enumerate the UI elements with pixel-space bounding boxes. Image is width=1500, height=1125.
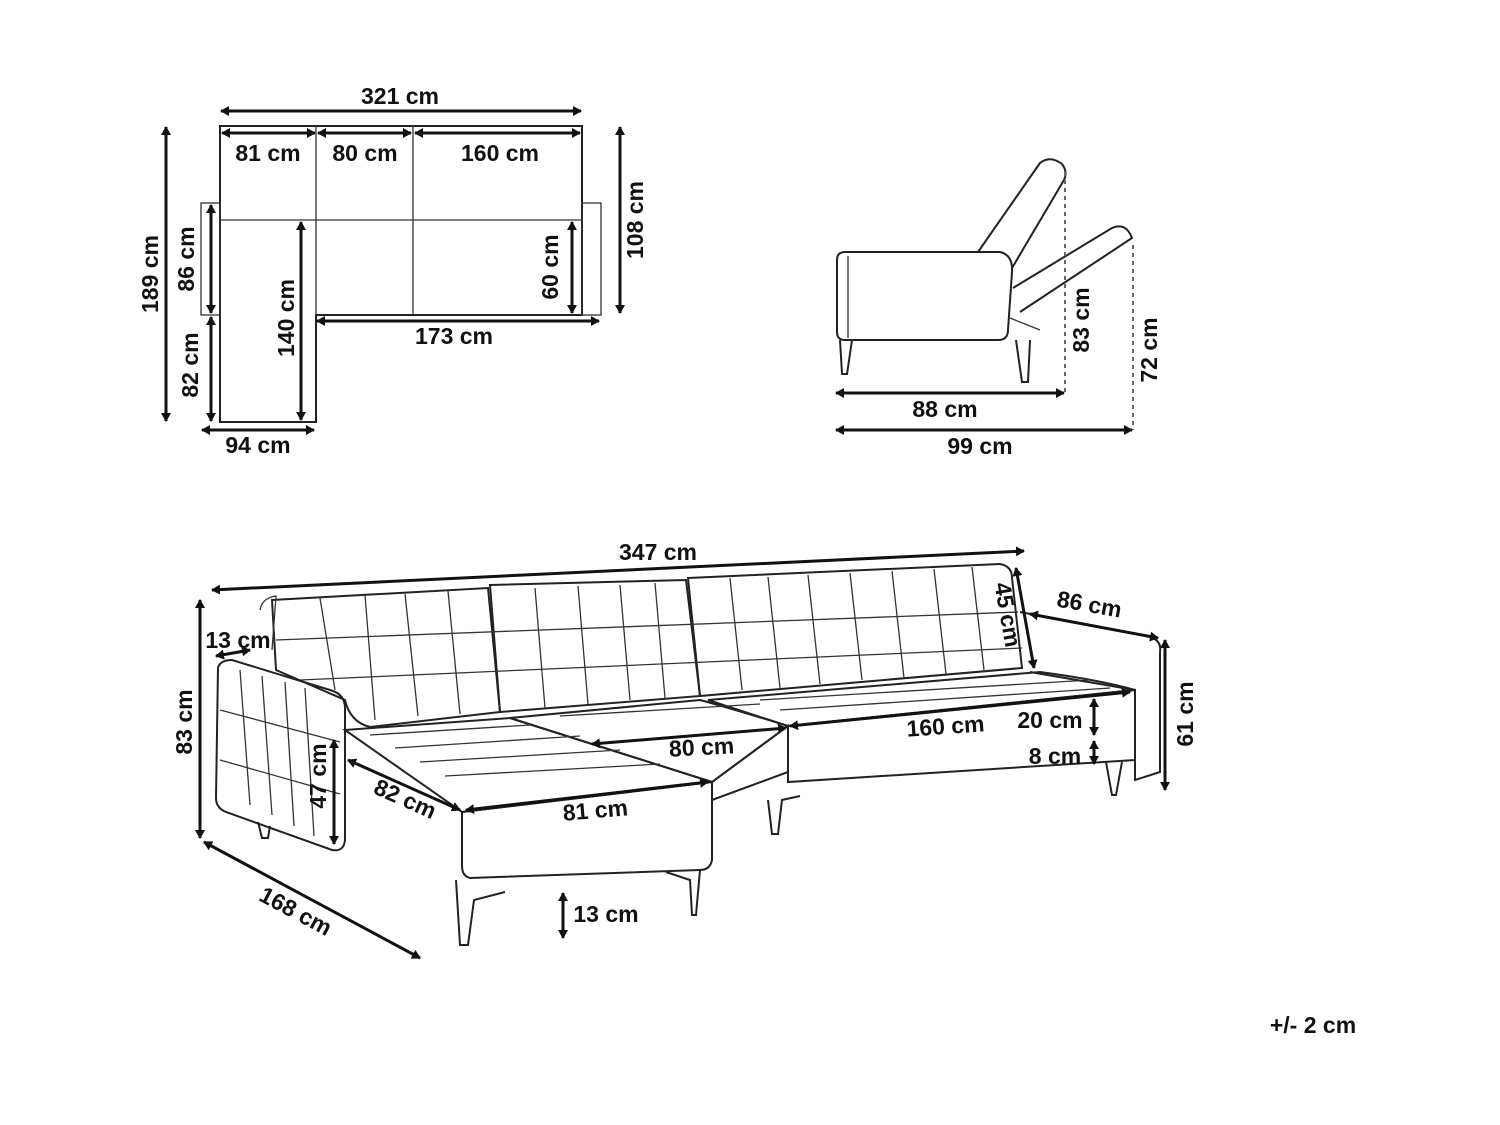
perspective-view: 347 cm 45 cm 86 cm 13 cm 83 cm 61 cm 20 … [171, 539, 1198, 960]
dim-line-347 [211, 546, 1025, 595]
leg-middle [767, 795, 801, 835]
left-arm-outline [200, 202, 221, 316]
label-80-seat: 80 cm [668, 732, 734, 761]
dim-line-160-seat [789, 687, 1131, 731]
dim-line-168 [203, 840, 421, 960]
top-view: 321 cm 81 cm 80 cm 160 cm 189 cm 86 cm 8… [137, 83, 648, 458]
label-81-chaise: 81 cm [562, 794, 629, 826]
side-back-reclined [1012, 225, 1134, 313]
label-8: 8 cm [1029, 743, 1081, 769]
label-80: 80 cm [332, 140, 397, 166]
side-seat-outline [836, 251, 1014, 341]
label-81: 81 cm [235, 140, 300, 166]
leg-left [257, 821, 271, 839]
leg-right [1105, 761, 1123, 796]
label-72: 72 cm [1136, 317, 1162, 382]
label-86: 86 cm [173, 226, 199, 291]
label-61: 61 cm [1172, 681, 1198, 746]
side-view: 88 cm 99 cm 83 cm 72 cm [835, 158, 1162, 459]
back-tufting [275, 566, 1023, 721]
label-94: 94 cm [225, 432, 290, 458]
label-83: 83 cm [171, 689, 197, 754]
right-arm-outline [581, 202, 602, 316]
label-82-chaise: 82 cm [370, 774, 440, 824]
side-leg-back [1015, 339, 1031, 383]
label-47: 47 cm [305, 743, 331, 808]
dim-line-13-arm [215, 646, 251, 660]
dim-line-86-arm [1029, 610, 1159, 642]
back-cushion-right [686, 562, 1024, 698]
label-99: 99 cm [947, 433, 1012, 459]
label-160: 160 cm [461, 140, 539, 166]
label-60: 60 cm [537, 234, 563, 299]
left-arm [214, 658, 346, 852]
label-173: 173 cm [415, 323, 493, 349]
label-13-arm: 13 cm [205, 627, 270, 653]
label-140: 140 cm [273, 279, 299, 357]
leg-front-right [665, 869, 701, 916]
label-88: 88 cm [912, 396, 977, 422]
dim-line-80-seat [591, 723, 787, 749]
tolerance-note: +/- 2 cm [1270, 1012, 1356, 1038]
label-82: 82 cm [177, 332, 203, 397]
label-347: 347 cm [619, 539, 697, 565]
label-108: 108 cm [622, 181, 648, 259]
label-13-leg: 13 cm [573, 901, 638, 927]
dim-line-82-chaise [347, 758, 461, 812]
label-160-seat: 160 cm [906, 710, 986, 741]
label-86-arm: 86 cm [1055, 586, 1124, 623]
label-321: 321 cm [361, 83, 439, 109]
label-20: 20 cm [1017, 707, 1082, 733]
dim-line-45 [1012, 567, 1038, 669]
left-arm-tufting [219, 669, 341, 837]
leg-front-left [455, 879, 506, 946]
top-view-outline [219, 125, 583, 423]
back-cushion-left [270, 586, 502, 729]
back-cushion-middle [488, 578, 702, 714]
side-back-upright [977, 158, 1067, 269]
label-189: 189 cm [137, 235, 163, 313]
dim-line-81-chaise [465, 777, 709, 815]
label-83-side: 83 cm [1068, 287, 1094, 352]
side-leg-front [839, 339, 853, 375]
